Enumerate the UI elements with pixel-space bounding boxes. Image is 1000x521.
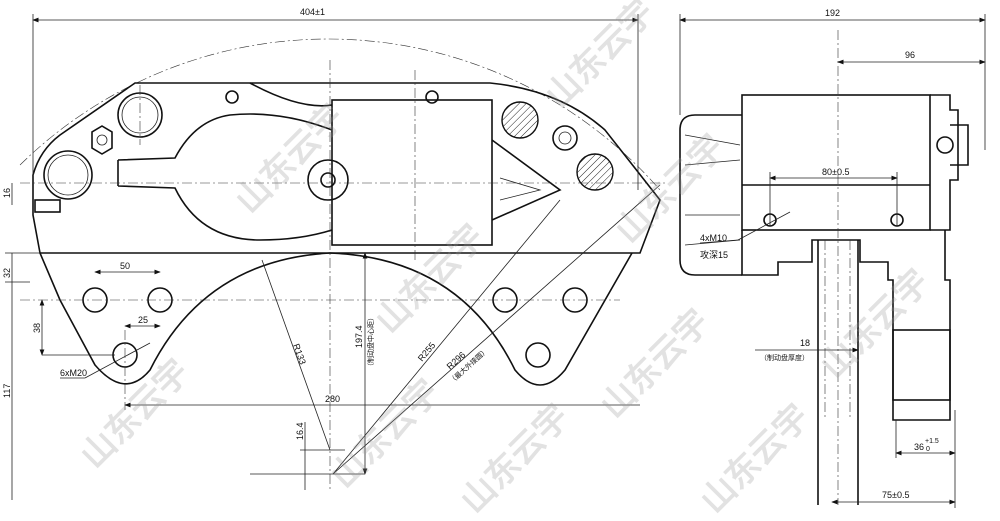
dim-80-label: 80±0.5 bbox=[822, 167, 849, 177]
dim-16-label: 16 bbox=[2, 188, 12, 198]
dim-75-label: 75±0.5 bbox=[882, 490, 909, 500]
caliper-body-outline bbox=[32, 82, 661, 254]
thread-depth-note: 攻深15 bbox=[700, 249, 728, 260]
dim-96-label: 96 bbox=[905, 50, 915, 60]
watermark: 山东云宇 bbox=[228, 97, 352, 221]
dim-32-label: 32 bbox=[2, 268, 12, 278]
inlet-port bbox=[43, 150, 93, 200]
dim-25-label: 25 bbox=[138, 315, 148, 325]
wedge-inner bbox=[499, 177, 542, 201]
dim-50-label: 50 bbox=[120, 261, 130, 271]
caliper-top-curve bbox=[249, 82, 333, 107]
watermark: 山东云宇 bbox=[693, 397, 817, 521]
brake-disc bbox=[817, 240, 859, 505]
side-housing bbox=[741, 94, 931, 231]
side-view: 192 96 80±0.5 4xM10 攻深15 18 （制动盘厚度） 36 +… bbox=[679, 8, 986, 508]
hex-nut bbox=[91, 125, 113, 155]
overall-width-label: 404±1 bbox=[300, 7, 325, 17]
watermark: 山东云宇 bbox=[453, 397, 577, 521]
ring-fitting-inner bbox=[558, 131, 572, 145]
set-screw bbox=[34, 199, 61, 213]
pin-boss bbox=[307, 159, 349, 201]
thread-note-4xm10: 4xM10 bbox=[700, 233, 727, 243]
dim-16-4-label: 16.4 bbox=[295, 422, 305, 440]
side-cap-left bbox=[679, 114, 742, 276]
dim-36-label: 36 bbox=[914, 442, 924, 452]
dim-38-label: 38 bbox=[32, 323, 42, 333]
inlet-port-inner bbox=[47, 154, 89, 196]
side-bracket bbox=[741, 230, 951, 421]
piston-wedge bbox=[491, 139, 562, 221]
hatched-pin-lower bbox=[576, 153, 614, 191]
watermark: 山东云宇 bbox=[73, 352, 197, 476]
piston-housing bbox=[331, 99, 493, 246]
side-width-192-label: 192 bbox=[825, 8, 840, 18]
centerlines bbox=[20, 60, 665, 490]
disc-thickness-note: （制动盘厚度） bbox=[760, 353, 809, 362]
watermark: 山东云宇 bbox=[813, 262, 937, 386]
front-view: 404±1 16 32 117 38 50 25 6xM20 280 16.4 bbox=[2, 7, 665, 500]
dim-117-label: 117 bbox=[2, 384, 12, 398]
r133-label: R133 bbox=[291, 342, 308, 366]
small-hole-left bbox=[225, 90, 239, 104]
disc-thickness-label: 18 bbox=[800, 338, 810, 348]
dim-197-4-label: 197.4 bbox=[354, 325, 364, 348]
dim-36-lower-tol: 0 bbox=[926, 446, 930, 453]
hex-nut-hole bbox=[96, 134, 108, 146]
mounting-hole bbox=[525, 342, 551, 368]
side-nut-stack bbox=[930, 94, 969, 231]
watermarks: 山东云宇 山东云宇 山东云宇 山东云宇 山东云宇 山东云宇 山东云宇 山东云宇 … bbox=[73, 0, 937, 521]
pin-hole bbox=[320, 172, 336, 188]
watermark: 山东云宇 bbox=[323, 372, 447, 496]
bleed-port-inner bbox=[121, 96, 159, 134]
dim-280-label: 280 bbox=[325, 394, 340, 404]
thread-note-6xm20: 6xM20 bbox=[60, 368, 87, 378]
brake-pad bbox=[892, 329, 951, 401]
hatched-pin-upper bbox=[501, 101, 539, 139]
caliper-rib bbox=[117, 113, 333, 241]
side-bolt bbox=[936, 136, 954, 154]
ring-fitting bbox=[552, 125, 578, 151]
watermark: 山东云宇 bbox=[593, 302, 717, 426]
side-cap-detail bbox=[684, 134, 741, 246]
max-outer-circle-arc bbox=[19, 38, 661, 191]
dim-197-4-note: （制动盘中心距） bbox=[366, 314, 375, 370]
dimensions-side: 192 96 80±0.5 4xM10 攻深15 18 （制动盘厚度） 36 +… bbox=[679, 8, 986, 508]
small-hole-right bbox=[425, 90, 439, 104]
dim-36-upper-tol: +1.5 bbox=[925, 438, 939, 445]
